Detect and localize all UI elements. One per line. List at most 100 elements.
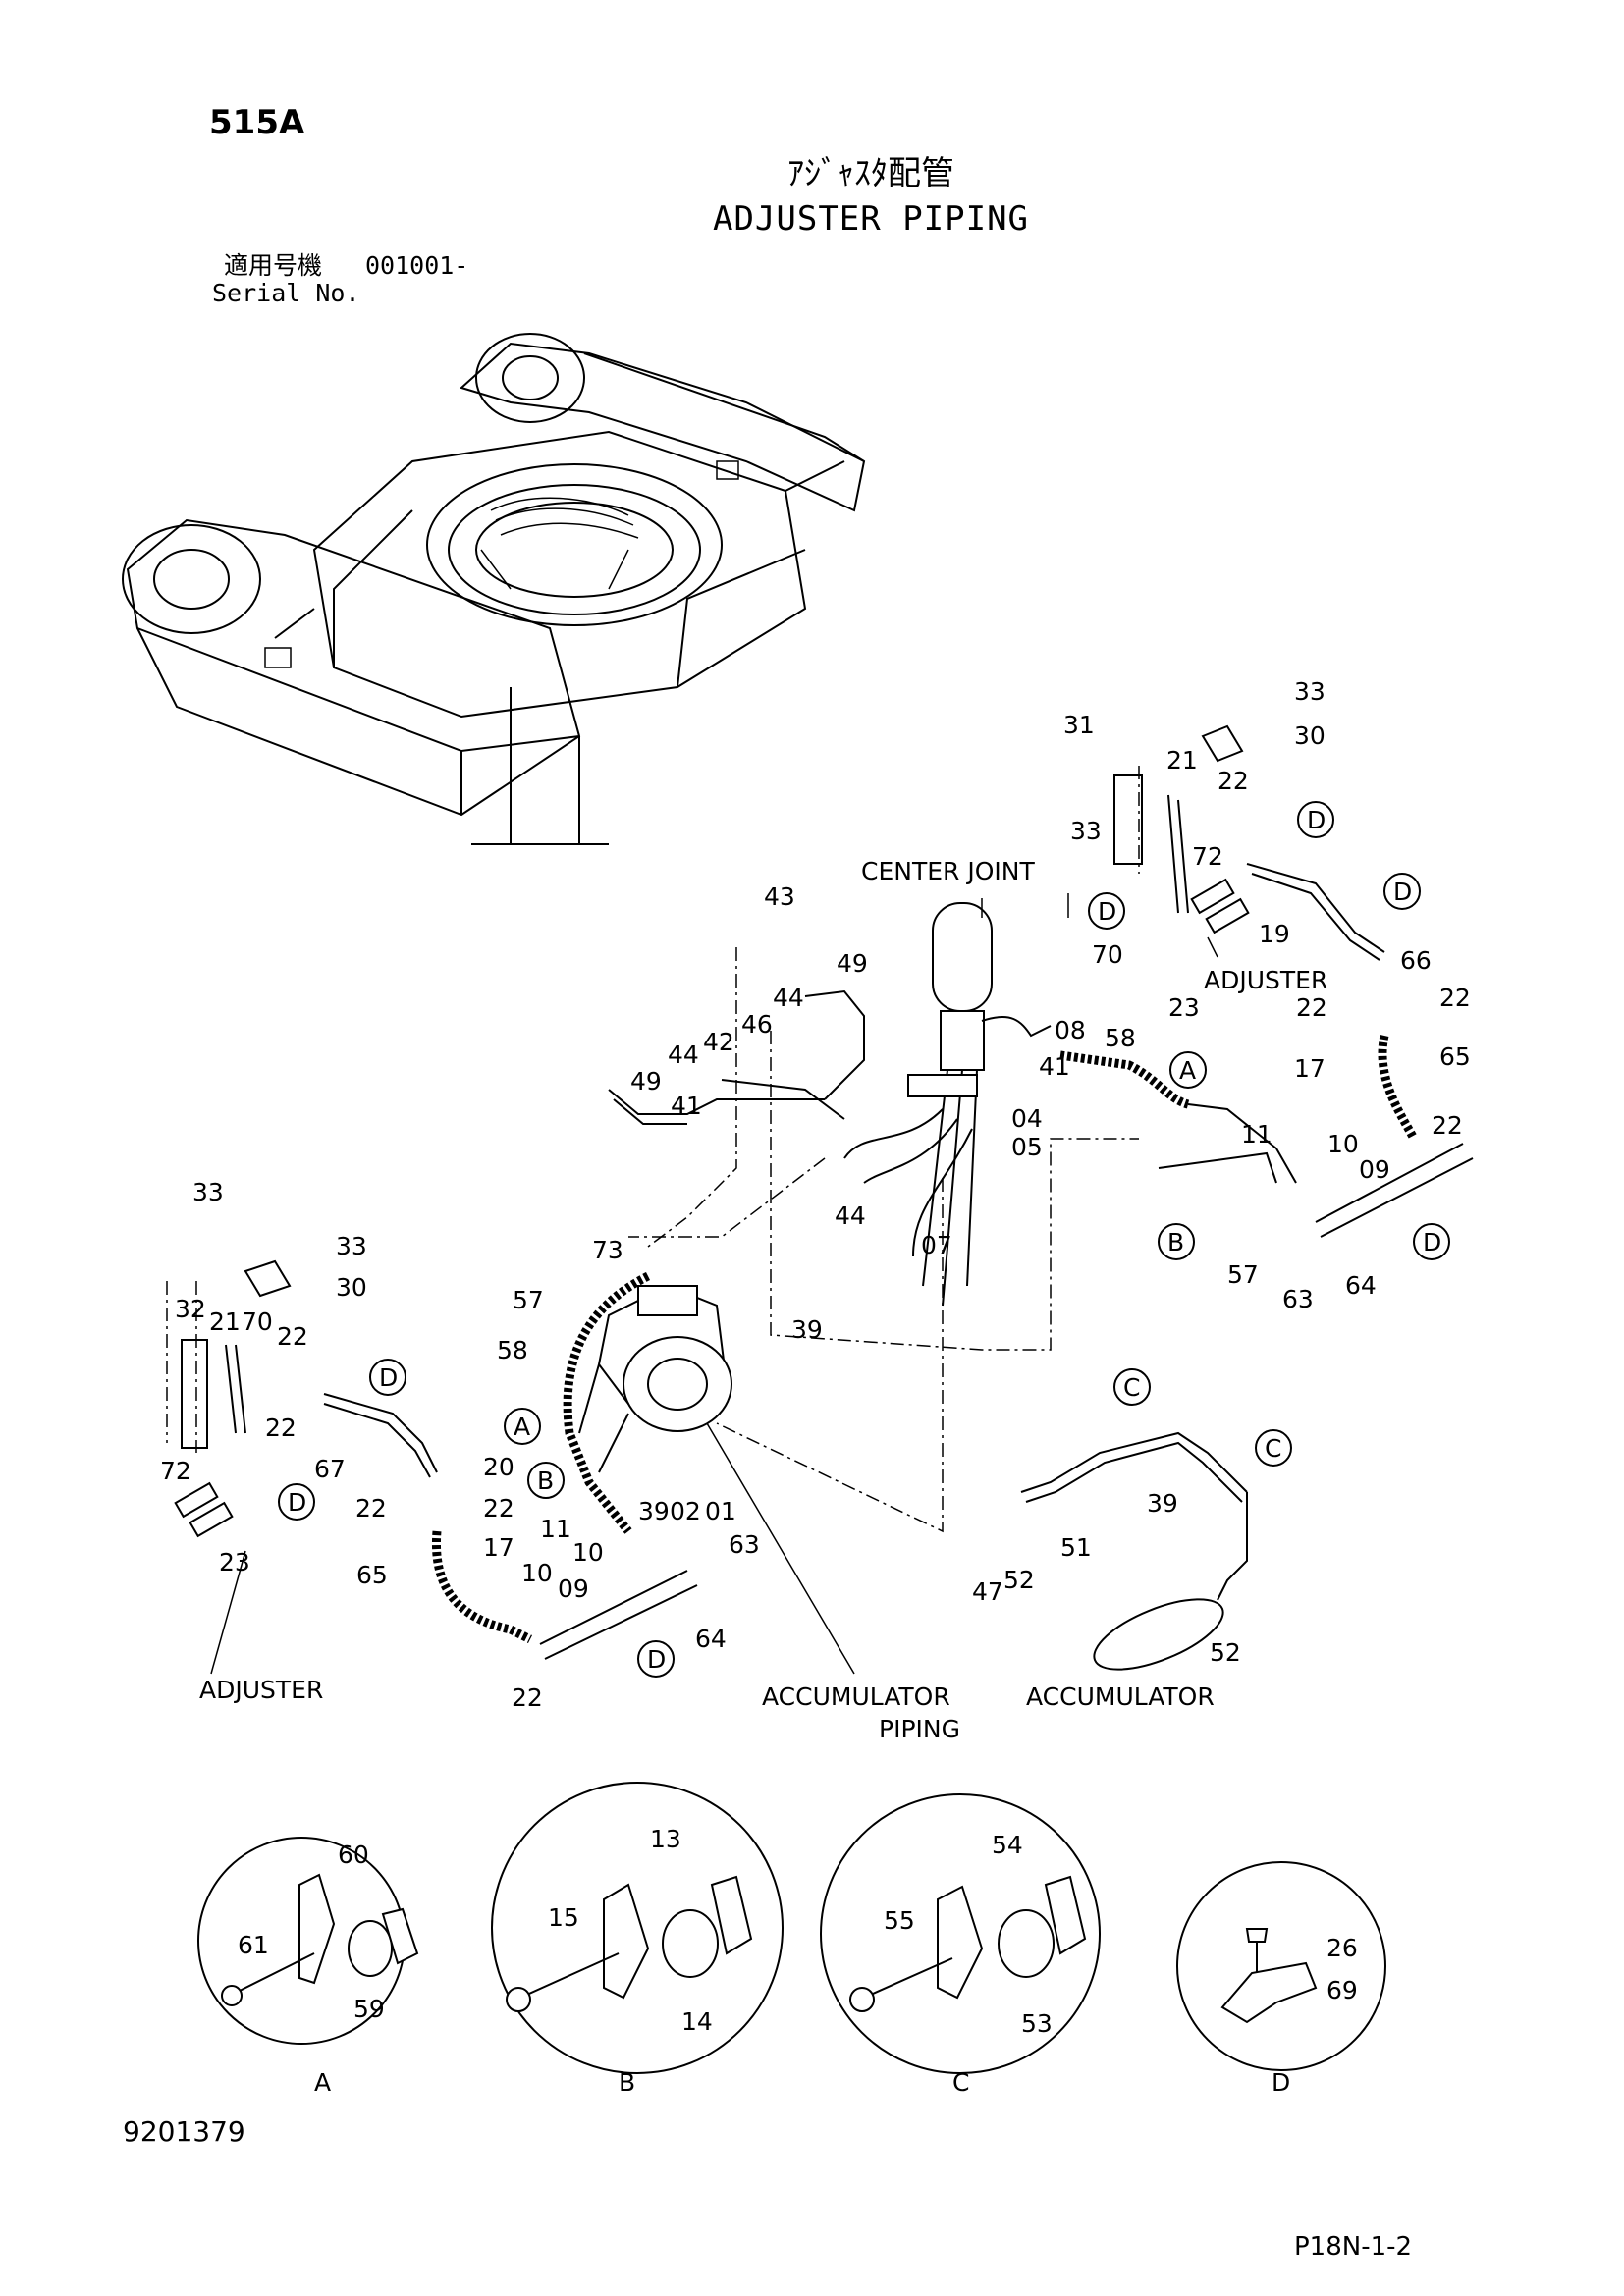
serial-number-value: 001001-: [365, 251, 469, 280]
callout: 20: [483, 1453, 514, 1481]
accumulator-piping-body: [578, 1284, 732, 1473]
svg-text:D: D: [1393, 878, 1412, 906]
page-code: 515A: [209, 103, 305, 142]
pipe-09-right: [1315, 1143, 1474, 1238]
detail-letter: C: [952, 2068, 969, 2097]
leader-accumulator-piping: [706, 1422, 855, 1675]
center-joint-assembly: [843, 902, 1052, 1307]
pipe-49-right: [804, 989, 865, 1100]
callout: 22: [1296, 993, 1327, 1022]
callout: 23: [1168, 993, 1200, 1022]
callout: 02: [670, 1497, 701, 1525]
callout: 44: [668, 1041, 699, 1069]
callout: 72: [1192, 842, 1223, 871]
callout: 31: [1063, 711, 1095, 739]
hose-57: [563, 1271, 651, 1534]
callout: 73: [592, 1236, 623, 1264]
callout: 58: [1105, 1024, 1136, 1052]
callout: 11: [540, 1515, 571, 1543]
bracket-32: [181, 1339, 208, 1449]
pipe-67-20: [323, 1393, 438, 1478]
callout: 70: [242, 1308, 273, 1336]
callout: 39: [1147, 1489, 1178, 1518]
svg-text:A: A: [1179, 1056, 1196, 1085]
callout: 65: [1439, 1042, 1471, 1071]
callout: 10: [1327, 1130, 1359, 1158]
pipe-09-left: [539, 1570, 698, 1660]
callout: 64: [1345, 1271, 1377, 1300]
callout: 10: [521, 1559, 553, 1587]
svg-text:D: D: [379, 1363, 398, 1392]
adjuster-right: [1190, 878, 1250, 934]
sheet-code: P18N-1-2: [1294, 2232, 1413, 2262]
svg-text:D: D: [647, 1645, 666, 1674]
marker-d-right-1: D: [1297, 801, 1334, 838]
callout: 44: [773, 984, 804, 1012]
callout: 54: [992, 1831, 1023, 1859]
callout: 01: [705, 1497, 736, 1525]
callout: 09: [1359, 1155, 1390, 1184]
serial-label-english: Serial No.: [212, 279, 360, 307]
callout: 22: [512, 1683, 543, 1712]
callout: 49: [630, 1067, 662, 1095]
ref-line-3: [716, 1178, 944, 1533]
callout: 57: [513, 1286, 544, 1314]
callout: 30: [1294, 721, 1326, 750]
pipe-49-left: [608, 1089, 825, 1125]
label-adjuster-left: ADJUSTER: [199, 1676, 323, 1704]
callout: 53: [1021, 2009, 1053, 2038]
svg-text:B: B: [537, 1467, 554, 1495]
callout: 22: [483, 1494, 514, 1522]
callout: 10: [572, 1538, 604, 1567]
pipe-52: [1217, 1492, 1248, 1601]
pipe-19: [1246, 863, 1385, 961]
marker-a-left: A: [504, 1408, 541, 1445]
pipe-21-left: [225, 1344, 246, 1434]
marker-c-2: C: [1255, 1429, 1292, 1467]
clamp-30-left: [244, 1259, 292, 1298]
callout: 69: [1326, 1976, 1358, 2004]
callout: 09: [558, 1575, 589, 1603]
callout: 52: [1003, 1566, 1035, 1594]
callout: 49: [837, 949, 868, 978]
svg-text:B: B: [1167, 1228, 1184, 1256]
callout: 55: [884, 1906, 915, 1935]
detail-letter: A: [314, 2068, 331, 2097]
label-accumulator: ACCUMULATOR: [1026, 1682, 1215, 1711]
callout: 44: [835, 1201, 866, 1230]
callout: 46: [741, 1010, 773, 1039]
hose-65-left: [431, 1530, 533, 1644]
marker-letter: D: [1307, 806, 1326, 834]
label-adjuster-right: ADJUSTER: [1204, 966, 1327, 994]
callout: 22: [277, 1322, 308, 1351]
hose-58: [1059, 1050, 1190, 1109]
callout: 43: [764, 882, 795, 911]
callout: 41: [1039, 1052, 1070, 1081]
svg-text:D: D: [1423, 1228, 1441, 1256]
callout: 22: [265, 1414, 297, 1442]
callout: 17: [1294, 1054, 1326, 1083]
ref-line-1: [647, 947, 737, 1248]
hose-65-right: [1378, 1035, 1419, 1142]
callout: 22: [1432, 1111, 1463, 1140]
marker-b-right: B: [1158, 1223, 1195, 1260]
callout: 33: [336, 1232, 367, 1260]
marker-d-right-3: D: [1088, 892, 1125, 930]
marker-c-1: C: [1113, 1368, 1151, 1406]
ref-line-2: [770, 1031, 1139, 1351]
callout: 33: [1070, 817, 1102, 845]
marker-d-left-3: D: [637, 1640, 675, 1678]
marker-d-right-4: D: [1413, 1223, 1450, 1260]
detail-letter: B: [619, 2068, 635, 2097]
pipe-51: [1020, 1431, 1248, 1493]
callout: 30: [336, 1273, 367, 1302]
callout: 08: [1055, 1016, 1086, 1044]
callout: 11: [1241, 1120, 1272, 1148]
marker-b-left: B: [527, 1462, 565, 1499]
leader-adjuster-left: [210, 1550, 246, 1675]
callout: 19: [1259, 920, 1290, 948]
callout: 58: [497, 1336, 528, 1364]
adjuster-left: [174, 1481, 234, 1538]
document-number: 9201379: [123, 2115, 245, 2148]
callout: 32: [175, 1295, 206, 1323]
